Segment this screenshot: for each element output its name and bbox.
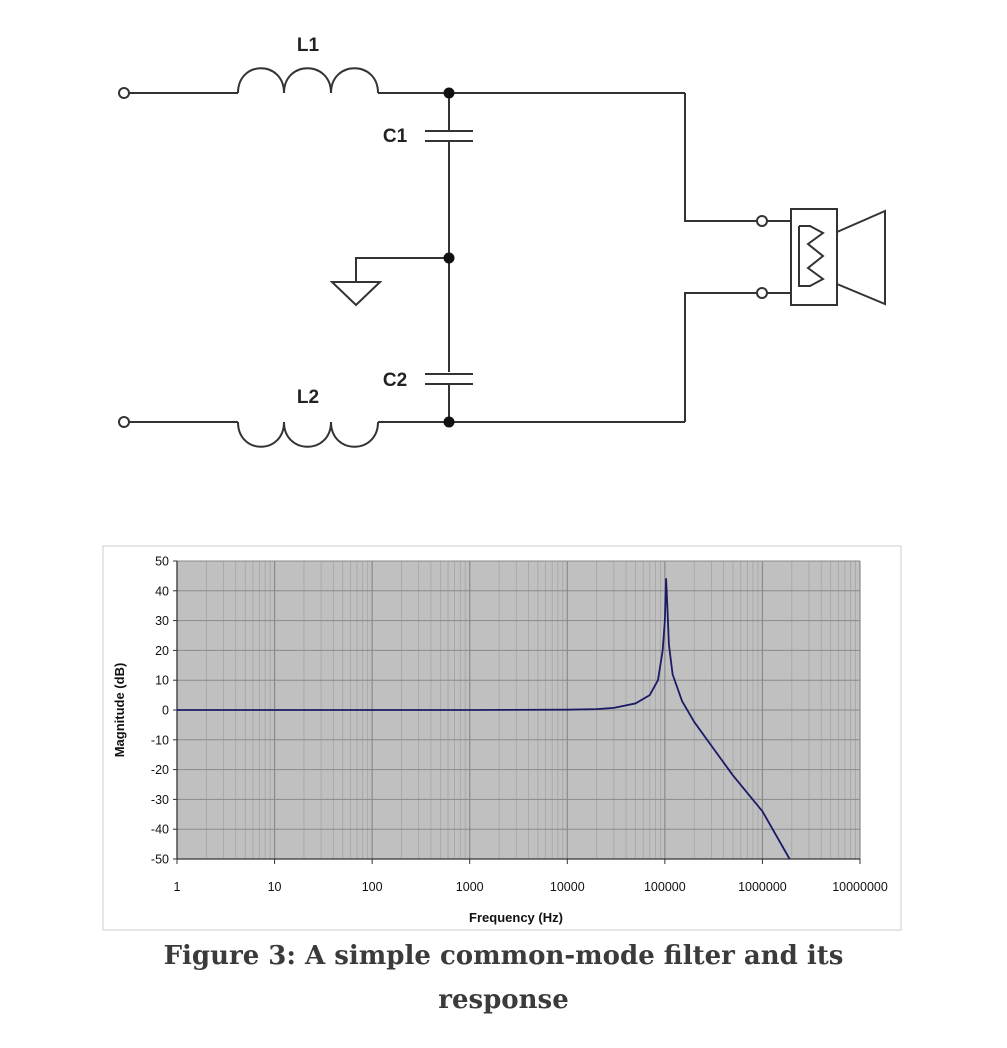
- figure-caption: Figure 3: A simple common-mode filter an…: [0, 934, 1007, 1022]
- x-tick-label: 1: [174, 880, 181, 894]
- x-tick-label: 10: [268, 880, 282, 894]
- bottom-output-wire: [684, 292, 757, 422]
- x-axis-title: Frequency (Hz): [469, 910, 563, 925]
- y-tick-labels: 50 40 30 20 10 0 -10 -20 -30 -40 -50: [151, 555, 177, 867]
- y-tick-label: 20: [155, 644, 169, 658]
- capacitor-icon: [425, 373, 473, 385]
- ground-icon: [329, 281, 383, 307]
- junction-dot-icon: [443, 252, 455, 264]
- y-tick-label: -50: [151, 853, 169, 867]
- x-tick-label: 1000: [456, 880, 484, 894]
- x-tick-label: 1000000: [738, 880, 787, 894]
- response-series-line: [177, 577, 791, 860]
- x-tick-label: 100000: [644, 880, 686, 894]
- junction-dot-icon: [443, 416, 455, 428]
- y-tick-label: 10: [155, 674, 169, 688]
- ground-wire: [355, 257, 449, 282]
- y-tick-label: -30: [151, 793, 169, 807]
- l2-label: L2: [297, 387, 319, 408]
- top-output-wire: [684, 93, 757, 222]
- x-tick-label: 10000000: [832, 880, 888, 894]
- terminal-icon: [118, 87, 130, 99]
- common-mode-filter-schematic: L1 C1 C2 L2: [118, 35, 886, 448]
- c2-label: C2: [383, 370, 407, 391]
- c1-label: C1: [383, 126, 408, 147]
- y-tick-label: -20: [151, 763, 169, 777]
- terminal-icon: [118, 416, 130, 428]
- x-tick-label: 10000: [550, 880, 585, 894]
- grid-lines: [176, 560, 861, 860]
- junction-dot-icon: [443, 87, 455, 99]
- x-tick-label: 100: [362, 880, 383, 894]
- y-tick-label: 30: [155, 614, 169, 628]
- y-tick-label: 40: [155, 584, 169, 598]
- speaker-icon: [790, 208, 886, 306]
- x-tick-labels: 1 10 100 1000 10000 100000 1000000 10000000: [174, 859, 888, 894]
- l1-label: L1: [297, 35, 320, 56]
- y-tick-label: 50: [155, 555, 169, 569]
- capacitor-icon: [425, 130, 473, 142]
- series-group: [177, 577, 791, 860]
- y-tick-label: -10: [151, 733, 169, 747]
- y-tick-label: -40: [151, 823, 169, 837]
- caption-line-2: response: [438, 985, 569, 1015]
- resistor-icon: [798, 225, 825, 287]
- inductor-icon: [237, 67, 379, 94]
- caption-line-1: Figure 3: A simple common-mode filter an…: [163, 941, 844, 971]
- y-axis-title: Magnitude (dB): [112, 663, 127, 758]
- y-tick-label: 0: [162, 704, 169, 718]
- inductor-icon: [237, 421, 379, 448]
